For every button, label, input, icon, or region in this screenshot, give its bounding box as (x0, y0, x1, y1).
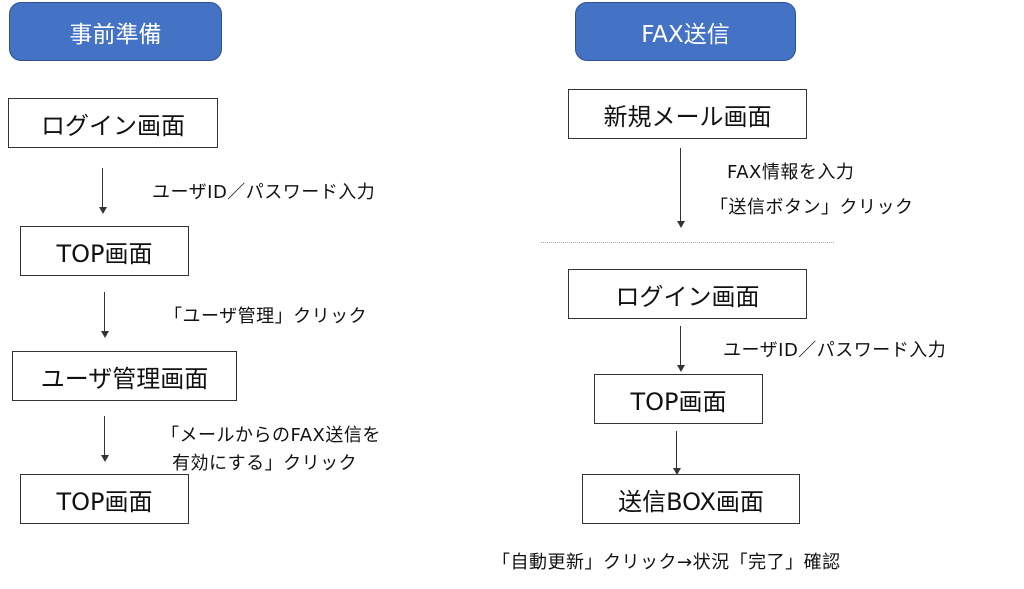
action-auto-refresh-check-status: 「自動更新」クリック→状況「完了」確認 (492, 552, 841, 573)
arrow-head (672, 468, 681, 475)
arrow-line (680, 148, 682, 222)
action-enter-credentials-right: ユーザID／パスワード入力 (723, 340, 947, 361)
separator-line (541, 242, 834, 243)
arrow-head (676, 365, 685, 372)
arrow-line (104, 292, 106, 332)
arrow-right-1 (676, 148, 686, 228)
arrow-head (100, 331, 109, 338)
action-enable-mail-fax-line1: 「メールからのFAX送信を (161, 425, 381, 446)
arrow-left-1 (98, 168, 108, 214)
step-login-screen-right: ログイン画面 (568, 269, 807, 319)
arrow-line (676, 431, 678, 469)
arrow-left-2 (100, 292, 110, 338)
arrow-line (680, 326, 682, 366)
action-click-send-button: 「送信ボタン」クリック (710, 197, 914, 218)
arrow-line (102, 168, 104, 208)
step-new-mail-screen: 新規メール画面 (568, 89, 807, 139)
step-top-screen-right: TOP画面 (594, 374, 763, 424)
step-user-management-screen: ユーザ管理画面 (12, 351, 237, 401)
action-click-user-management: 「ユーザ管理」クリック (164, 306, 368, 327)
arrow-line (104, 416, 106, 456)
arrow-right-2 (676, 326, 686, 372)
arrow-left-3 (100, 416, 110, 462)
step-login-screen-left: ログイン画面 (8, 98, 218, 148)
arrow-head (98, 207, 107, 214)
arrow-head (100, 455, 109, 462)
action-enable-mail-fax-line2: 有効にする」クリック (172, 453, 358, 474)
step-top-screen-left-1: TOP画面 (20, 226, 189, 276)
action-enter-credentials-left: ユーザID／パスワード入力 (152, 182, 376, 203)
step-top-screen-left-2: TOP画面 (20, 474, 189, 524)
arrow-right-3 (672, 431, 682, 475)
arrow-head (676, 221, 685, 228)
header-preparation: 事前準備 (9, 2, 222, 61)
header-fax-send: FAX送信 (575, 2, 796, 61)
action-enter-fax-info: FAX情報を入力 (727, 162, 855, 183)
step-send-box-screen: 送信BOX画面 (582, 474, 800, 524)
